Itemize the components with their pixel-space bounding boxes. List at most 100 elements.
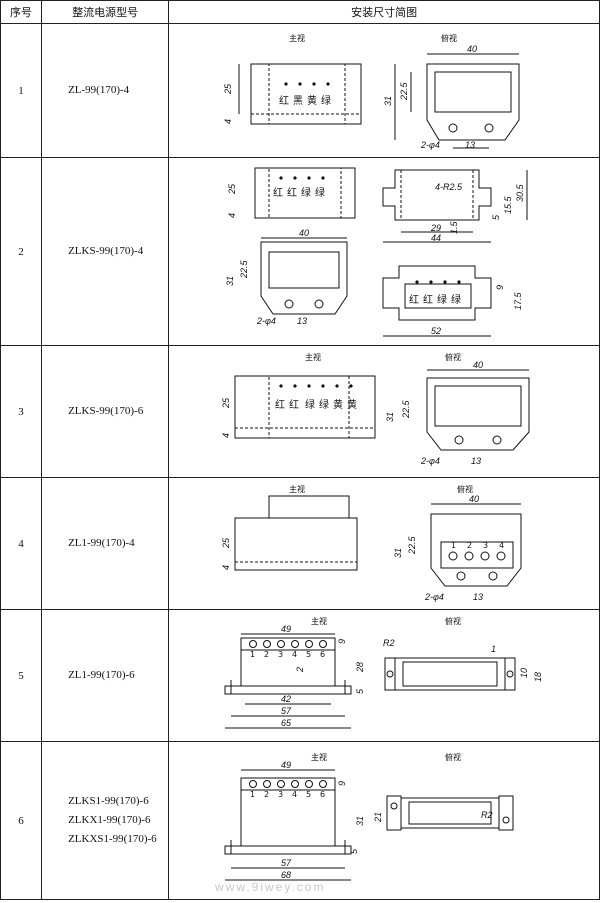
table-row: 4 ZL1-99(170)-4 主视 俯视 25 4 1 2 3 4: [0, 477, 600, 610]
dim-label: 5: [349, 848, 359, 854]
dim-label: 1.5: [449, 220, 459, 234]
dim-label: 4: [221, 433, 231, 438]
row-number: 6: [0, 741, 43, 900]
dim-label: 25: [221, 537, 231, 549]
led-label: 红: [275, 398, 285, 411]
dim-label: 25: [221, 397, 231, 409]
led-label: 绿: [451, 293, 461, 306]
dim-label: 13: [473, 592, 483, 602]
top-body: [394, 657, 506, 691]
dim-label: 1: [491, 644, 496, 654]
terminal-block: [249, 640, 328, 648]
dim-label: 25: [227, 183, 237, 195]
front-view-label: 主视: [311, 752, 327, 762]
dim-label: 57: [281, 706, 292, 716]
front-view-label: 主视: [311, 616, 327, 626]
drawing-cell: 主视 俯视 红 黑 黄 绿 25 4: [168, 23, 600, 158]
led-label: 绿: [319, 398, 329, 411]
dim-label: 4: [221, 565, 231, 570]
model-name: ZLKS-99(170)-6: [68, 405, 144, 417]
dim-label: 31: [385, 412, 395, 422]
drawing-cell: 主视 俯视 25 4 1 2 3 4 40 22.5 3: [168, 477, 600, 610]
top-body: [430, 513, 522, 587]
terminal-label: 4: [499, 541, 504, 550]
table-row: 3 ZLKS-99(170)-6 主视 俯视 红 红 绿 绿 黄 黄 25 4: [0, 345, 600, 478]
side-body: [382, 169, 492, 221]
led-label: 红: [423, 293, 433, 306]
drawing-cell: 主视 俯视 49 1 2 3 4 5 6 9 31 5: [168, 741, 600, 900]
table-row: 6 ZLKS1-99(170)-6 ZLKX1-99(170)-6 ZLKXS1…: [0, 741, 600, 900]
led-label: 绿: [321, 94, 331, 107]
drawing-cell: 红 红 绿 绿 25 4 4-R2.5 30.5 15.5 5 29 1.5 4…: [168, 157, 600, 346]
dim-label: 42: [281, 694, 291, 704]
row-number: 3: [0, 345, 43, 478]
row-number: 5: [0, 609, 43, 742]
dim-label: 22.5: [239, 259, 249, 279]
dim-label: 18: [533, 672, 543, 682]
led-label: 红: [287, 186, 297, 199]
led-label: 黄: [333, 398, 343, 411]
dim-label: 40: [473, 360, 483, 370]
dim-label: 49: [281, 760, 291, 770]
top-view-label: 俯视: [445, 752, 461, 762]
dim-label: 9: [337, 639, 347, 644]
dim-label: 4: [227, 213, 237, 218]
dim-label: 40: [467, 44, 477, 54]
led-label: 绿: [437, 293, 447, 306]
header-drawing: 安装尺寸简图: [168, 0, 600, 24]
dim-label: 5: [355, 688, 365, 694]
dim-label: 25: [223, 83, 233, 95]
front-view-label: 主视: [289, 484, 305, 494]
drawing-1: 主视 俯视 红 黑 黄 绿 25 4: [223, 33, 520, 150]
terminal-label: 3: [278, 790, 283, 799]
led-label: 红: [409, 293, 419, 306]
led-label: 红: [273, 186, 283, 199]
drawing-5: 主视 俯视 49 1 2 3 4 5 6 9 28 2 5: [224, 616, 543, 729]
led-label: 绿: [301, 186, 311, 199]
terminal-label: 1: [451, 541, 456, 550]
dim-label: 10: [519, 668, 529, 678]
drawing-4: 主视 俯视 25 4 1 2 3 4 40 22.5 3: [221, 484, 522, 602]
terminal-label: 1: [250, 790, 255, 799]
row-number: 1: [0, 23, 43, 158]
drawing-6: 主视 俯视 49 1 2 3 4 5 6 9 31 5: [224, 752, 514, 881]
terminal-label: 3: [278, 650, 283, 659]
dim-label: 22.5: [407, 535, 417, 555]
dim-label: R2: [383, 638, 395, 648]
terminal-block: [448, 551, 506, 561]
terminal-label: 4: [292, 790, 297, 799]
dim-label: 31: [383, 96, 393, 106]
drawing-3: 主视 俯视 红 红 绿 绿 黄 黄 25 4 40: [221, 352, 530, 466]
terminal-label: 5: [306, 790, 311, 799]
model-cell: ZLKS-99(170)-4: [41, 157, 170, 346]
dim-label: 29: [430, 223, 441, 233]
dim-label: 49: [281, 624, 291, 634]
dim-label: 4-R2.5: [435, 182, 463, 192]
model-cell: ZL1-99(170)-6: [41, 609, 170, 742]
dim-label: 13: [465, 140, 475, 150]
dim-label: 2-φ4: [424, 592, 444, 602]
model-name: ZL1-99(170)-4: [68, 537, 135, 549]
dim-label: 40: [469, 494, 479, 504]
led-label: 黑: [293, 95, 303, 107]
dim-label: 4: [223, 119, 233, 124]
model-cell: ZL1-99(170)-4: [41, 477, 170, 610]
dim-label: 2: [295, 667, 305, 673]
dim-label: 31: [355, 816, 365, 826]
terminal-label: 3: [483, 541, 488, 550]
watermark: www.9iwey.com: [215, 880, 326, 894]
model-cell: ZL-99(170)-4: [41, 23, 170, 158]
dim-label: 5: [491, 214, 501, 220]
top-view-label: 俯视: [441, 33, 457, 43]
dim-label: 9: [495, 285, 505, 290]
front-view-label: 主视: [305, 352, 321, 362]
dim-label: 44: [431, 233, 441, 243]
dim-label: 15.5: [503, 195, 513, 214]
led-label: 黄: [347, 398, 357, 411]
dim-label: 22.5: [399, 81, 409, 101]
dim-label: 31: [225, 276, 235, 286]
table-row: 5 ZL1-99(170)-6 主视 俯视 49 1 2 3 4 5 6: [0, 609, 600, 742]
terminal-label: 1: [250, 650, 255, 659]
front-body: [234, 517, 358, 571]
top-view-label: 俯视: [445, 616, 461, 626]
